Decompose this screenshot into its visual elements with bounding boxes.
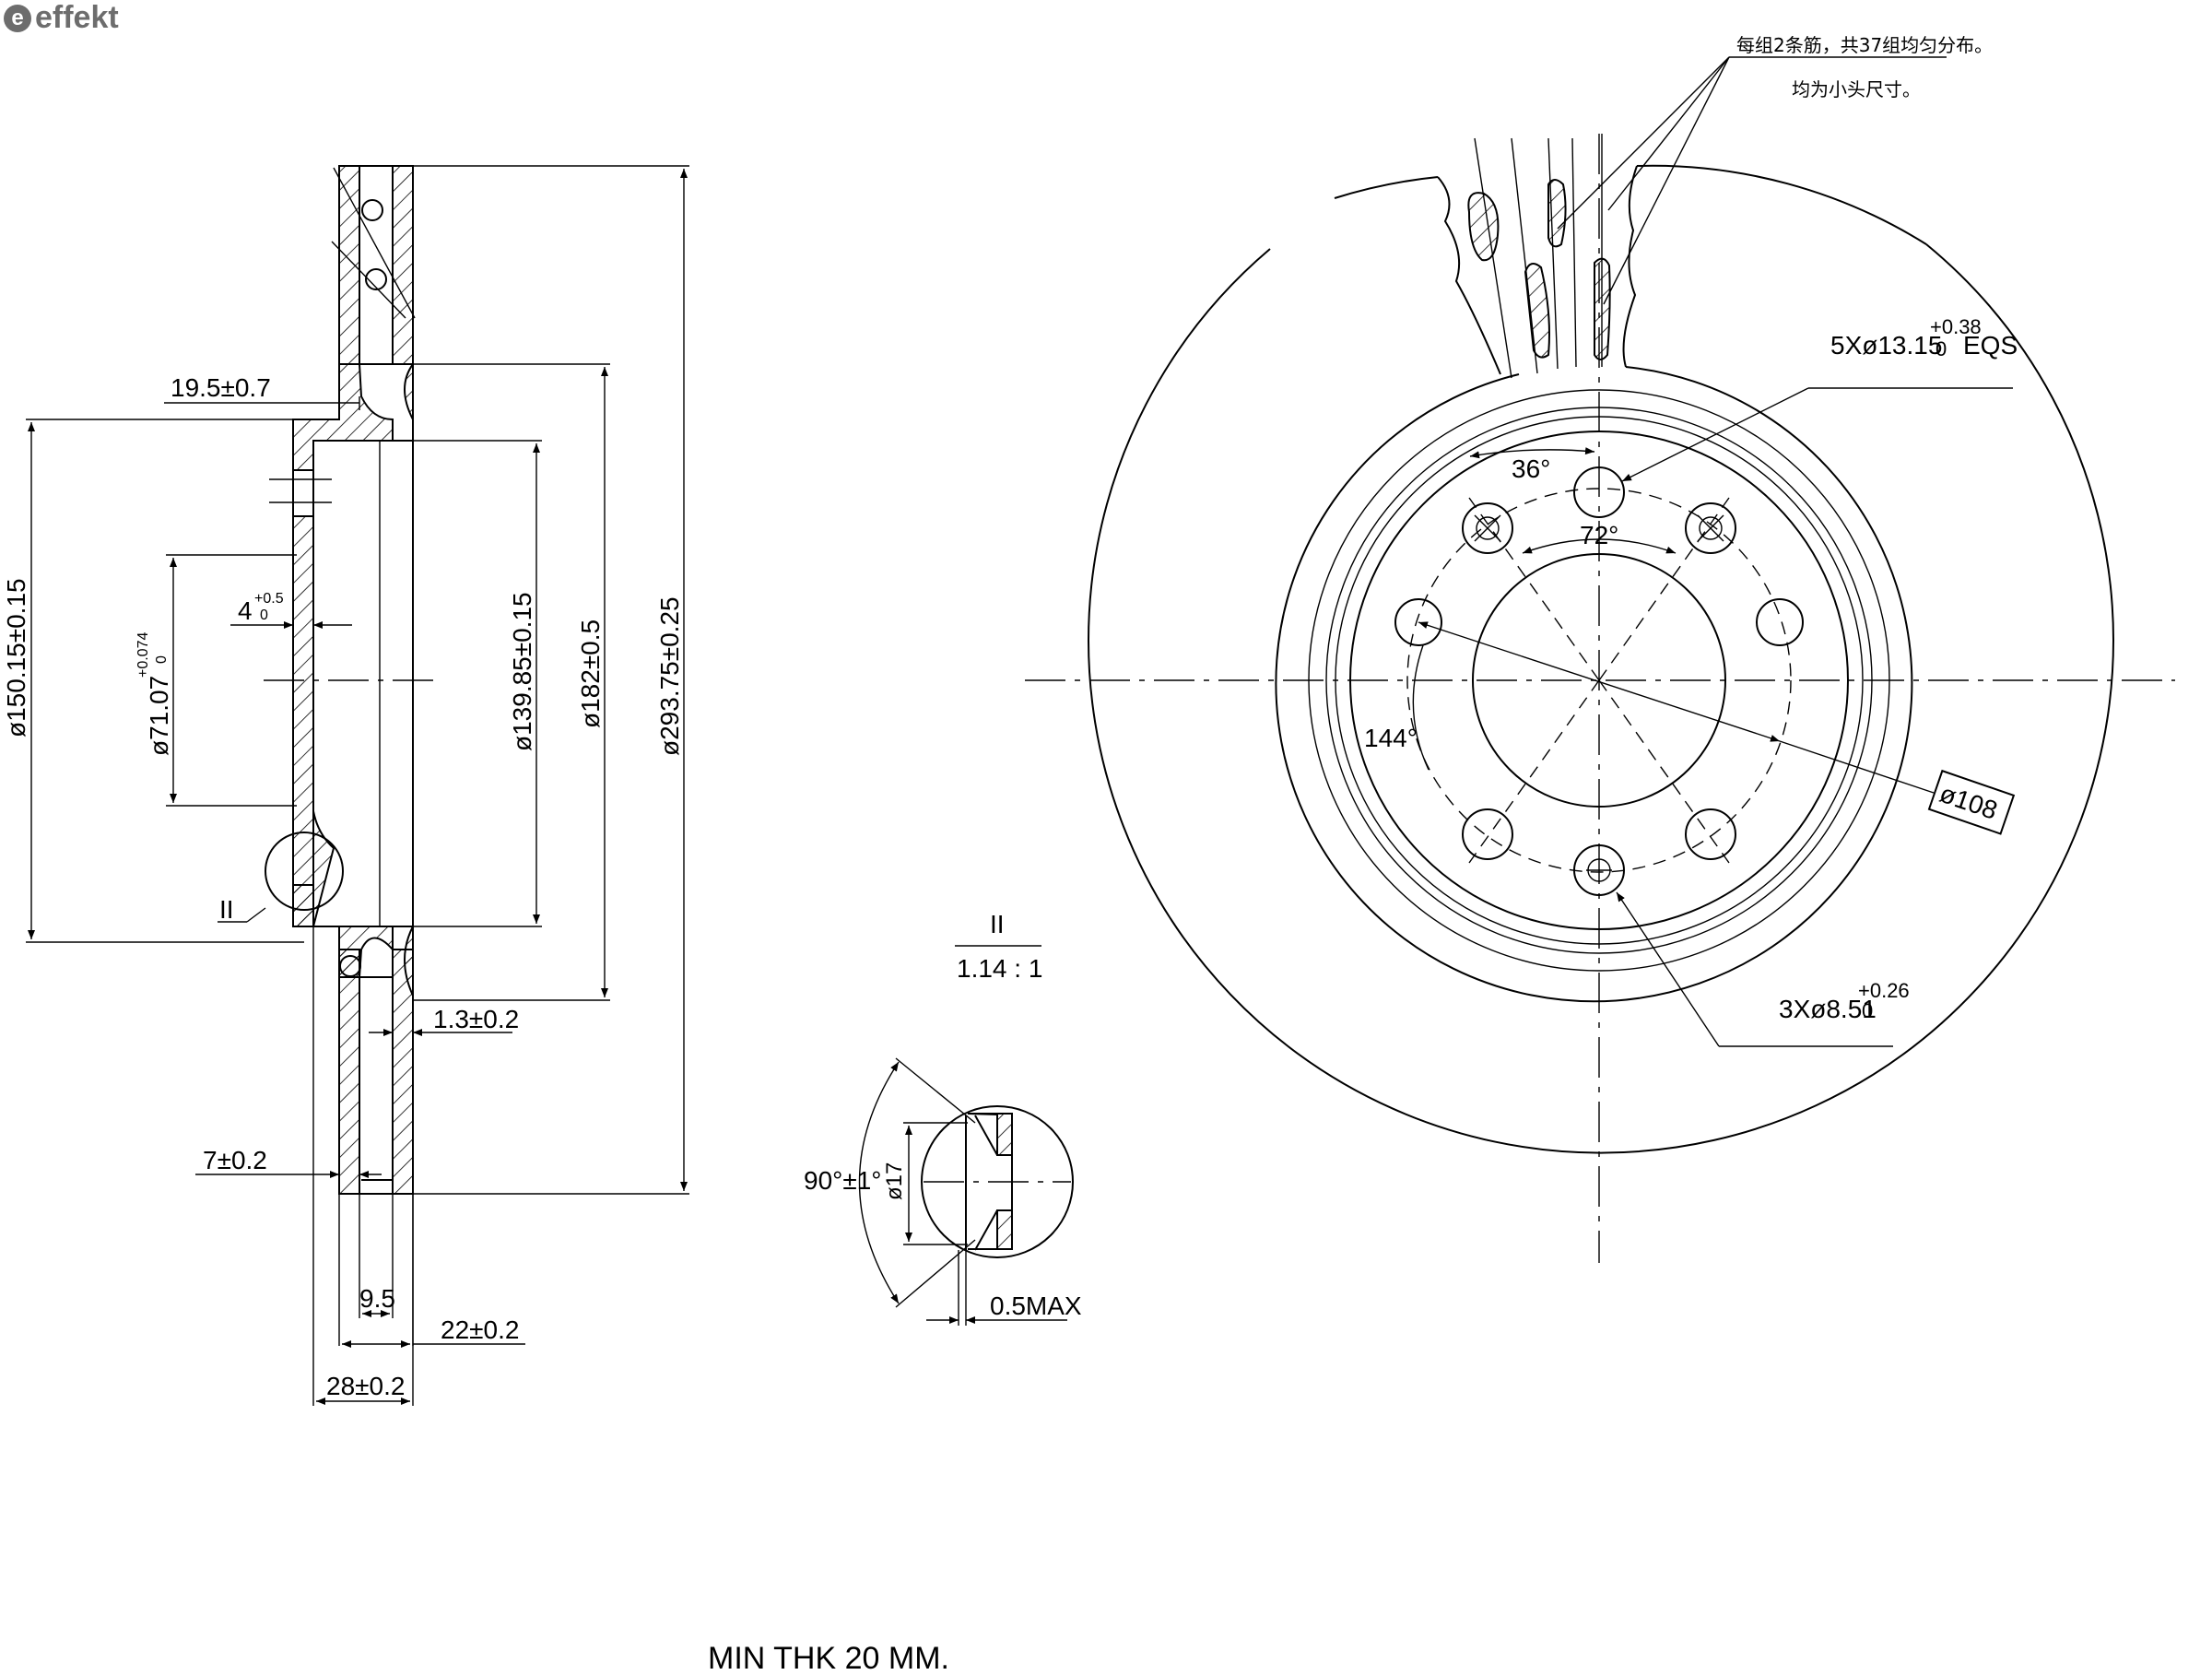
dim-293: ø293.75±0.25 bbox=[655, 596, 684, 756]
hub-hat-section bbox=[292, 363, 394, 471]
dim-4-tol-lower: 0 bbox=[260, 607, 268, 623]
vent-hole bbox=[361, 199, 383, 221]
note-cn-line1: 每组2条筋，共37组均匀分布。 bbox=[1736, 34, 1993, 56]
dim-detail-17: ø17 bbox=[882, 1162, 907, 1200]
brand-logo: e effekt bbox=[4, 0, 119, 36]
hub-lower-section bbox=[292, 884, 394, 978]
dim-182: ø182±0.5 bbox=[576, 619, 605, 728]
dim-angle-72: 72° bbox=[1580, 521, 1618, 549]
dim-1-3: 1.3±0.2 bbox=[433, 1005, 519, 1033]
detail-label: II bbox=[990, 910, 1005, 938]
detail-scale: 1.14 : 1 bbox=[957, 954, 1042, 983]
dim-71: ø71.07 bbox=[145, 676, 173, 756]
dim-4-tol-upper: +0.5 bbox=[254, 591, 284, 607]
dim-holes5: 5Xø13.15 bbox=[1830, 331, 1942, 360]
face-view: ø108 36° 72° 144° 5Xø13.15 +0.38 0 EQS 3… bbox=[1025, 34, 2175, 1263]
disc-outer-edge bbox=[1088, 243, 2114, 1154]
disc-inner-edge bbox=[1275, 366, 1913, 1003]
dim-22: 22±0.2 bbox=[441, 1315, 519, 1344]
section-view: II bbox=[218, 165, 442, 1195]
detail-view: II 1.14 : 1 ø17 90°±1° 0.5MAX bbox=[804, 910, 1082, 1326]
dim-holes5-tol-lower: 0 bbox=[1936, 337, 1947, 360]
dim-holes5-tol-upper: +0.38 bbox=[1930, 315, 1982, 338]
section-dimensions: ø150.15±0.15 ø71.07 +0.074 0 19.5±0.7 4 … bbox=[2, 165, 689, 1406]
dim-detail-05max: 0.5MAX bbox=[990, 1292, 1082, 1320]
dim-19-5: 19.5±0.7 bbox=[171, 373, 271, 402]
inner-friction-plate-bottom bbox=[338, 949, 360, 1195]
outer-friction-plate-top bbox=[392, 165, 414, 365]
dim-pcd: ø108 bbox=[1936, 779, 2001, 825]
dim-holes5-eqs: EQS bbox=[1963, 331, 2018, 360]
detail-countersink-section-lower bbox=[968, 1209, 1013, 1250]
dim-holes3-tol-upper: +0.26 bbox=[1858, 979, 1910, 1002]
dim-150: ø150.15±0.15 bbox=[2, 578, 30, 737]
detail-circle bbox=[921, 1105, 1074, 1258]
dim-7: 7±0.2 bbox=[203, 1146, 267, 1174]
dim-detail-angle: 90°±1° bbox=[804, 1166, 881, 1195]
dim-71-tol-upper: +0.074 bbox=[135, 632, 151, 678]
note-min-thickness: MIN THK 20 MM. bbox=[708, 1641, 949, 1675]
hub-neck-top bbox=[404, 360, 414, 420]
detail-countersink-section bbox=[967, 1113, 1013, 1156]
dim-holes3: 3Xø8.51 bbox=[1779, 995, 1877, 1023]
dim-9-5: 9.5 bbox=[359, 1284, 395, 1313]
dim-139: ø139.85±0.15 bbox=[508, 592, 536, 751]
note-cn-line2: 均为小头尺寸。 bbox=[1792, 78, 1921, 100]
dim-angle-36: 36° bbox=[1512, 454, 1550, 483]
detail-callout-circle bbox=[265, 832, 344, 911]
detail-callout-label: II bbox=[219, 895, 234, 924]
logo-mark-icon: e bbox=[4, 4, 31, 32]
logo-text: effekt bbox=[35, 0, 119, 35]
dim-28: 28±0.2 bbox=[326, 1372, 405, 1400]
vent-hole bbox=[365, 268, 387, 290]
dim-4: 4 bbox=[238, 596, 253, 625]
dim-71-tol-lower: 0 bbox=[154, 655, 170, 664]
dim-holes3-tol-lower: 0 bbox=[1862, 999, 1873, 1022]
dim-angle-144: 144° bbox=[1364, 724, 1418, 752]
vent-hole bbox=[339, 955, 361, 977]
